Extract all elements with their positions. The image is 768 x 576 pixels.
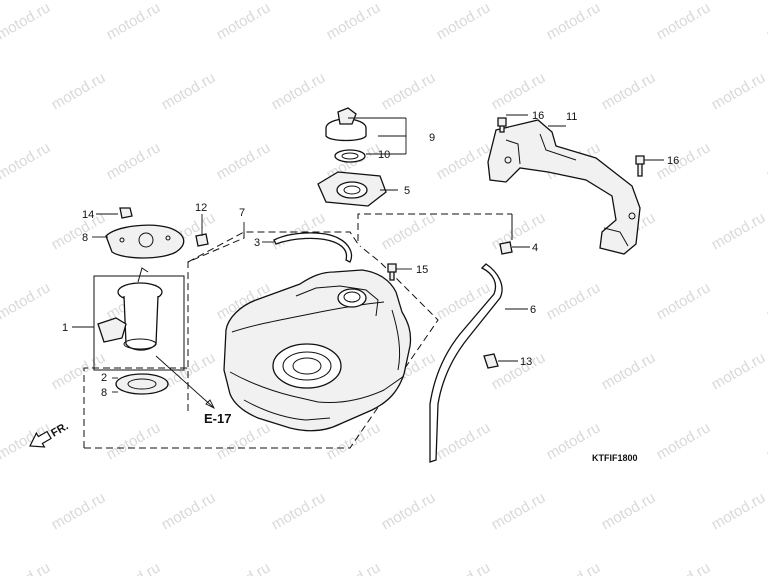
callout-15: 15 (416, 264, 428, 276)
watermark-text: motod.ru (214, 139, 274, 183)
leader-lines (72, 114, 664, 410)
watermark-text: motod.ru (489, 489, 549, 533)
filler-cap (325, 107, 367, 163)
watermark-text: motod.ru (324, 0, 384, 43)
watermark-text: motod.ru (214, 0, 274, 43)
callout-3: 3 (254, 237, 260, 249)
watermark-text: motod.ru (654, 139, 714, 183)
assembly-outlines (83, 213, 513, 449)
watermark-text: motod.ru (764, 279, 768, 323)
bolt-16b (635, 155, 645, 177)
watermark-text: motod.ru (0, 279, 53, 323)
callout-16-right: 16 (667, 155, 679, 167)
front-label: FR. (49, 420, 70, 439)
front-arrow-icon (29, 430, 52, 448)
watermark-text: motod.ru (324, 559, 384, 576)
filler-tray (317, 171, 387, 207)
nut-14 (119, 207, 133, 219)
fuel-hose (429, 263, 503, 463)
diagram-code: KTFIF1800 (592, 453, 638, 463)
watermark-text: motod.ru (379, 69, 439, 113)
watermark-text: motod.ru (654, 419, 714, 463)
callout-4: 4 (532, 242, 538, 254)
fuel-tank (223, 269, 412, 432)
watermark-text: motod.ru (709, 349, 768, 393)
watermark-text: motod.ru (434, 0, 494, 43)
watermark-text: motod.ru (434, 139, 494, 183)
watermark-text: motod.ru (49, 349, 109, 393)
watermark-text: motod.ru (269, 69, 329, 113)
callout-6: 6 (530, 304, 536, 316)
nut-4 (499, 241, 513, 255)
pump-ring (115, 373, 169, 395)
watermark-text: motod.ru (49, 69, 109, 113)
watermark-text: motod.ru (654, 279, 714, 323)
watermark-text: motod.ru (599, 349, 659, 393)
watermark-text: motod.ru (599, 69, 659, 113)
tank-band (273, 232, 353, 263)
watermark-text: motod.ru (104, 139, 164, 183)
callout-labels: 1 2 3 4 5 6 7 8 8 9 10 11 12 13 14 15 16… (62, 110, 679, 399)
callout-2: 2 (101, 372, 107, 384)
watermark-text: motod.ru (0, 0, 53, 43)
watermark-text: motod.ru (434, 559, 494, 576)
watermark-text: motod.ru (0, 559, 53, 576)
watermark-text: motod.ru (709, 489, 768, 533)
callout-10: 10 (378, 149, 390, 161)
pump-plate (105, 224, 185, 259)
callout-7: 7 (239, 207, 245, 219)
watermark-text: motod.ru (764, 0, 768, 43)
watermark-text: motod.ru (489, 349, 549, 393)
watermark-text: motod.ru (49, 489, 109, 533)
watermark-text: motod.ru (214, 559, 274, 576)
bolt-16a (497, 117, 507, 133)
watermark-text: motod.ru (379, 209, 439, 253)
callout-1: 1 (62, 322, 68, 334)
watermark-text: motod.ru (654, 559, 714, 576)
callout-9: 9 (429, 132, 435, 144)
watermark-text: motod.ru (104, 559, 164, 576)
ref-label: E-17 (204, 411, 231, 426)
callout-12: 12 (195, 202, 207, 214)
watermark-text: motod.ru (0, 139, 53, 183)
callout-8-lower: 8 (101, 387, 107, 399)
watermark-text: motod.ru (654, 0, 714, 43)
watermark-text: motod.ru (599, 489, 659, 533)
fasteners (119, 117, 645, 369)
watermark-text: motod.ru (104, 0, 164, 43)
watermark-text: motod.ru (269, 489, 329, 533)
tank-bracket (487, 119, 641, 255)
watermark-text: motod.ru (709, 69, 768, 113)
watermark-text: motod.ru (764, 419, 768, 463)
watermark-text: motod.ru (489, 69, 549, 113)
watermark-text: motod.ru (434, 419, 494, 463)
clip-13 (483, 353, 499, 369)
watermark-text: motod.ru (709, 209, 768, 253)
watermark-text: motod.ru (159, 489, 219, 533)
callout-8-upper: 8 (82, 232, 88, 244)
watermark-text: motod.ru (49, 209, 109, 253)
watermark-text: motod.ru (159, 69, 219, 113)
watermark-text: motod.ru (764, 139, 768, 183)
watermark-text: motod.ru (104, 419, 164, 463)
callout-11: 11 (566, 111, 577, 123)
clip-12 (195, 233, 209, 247)
callout-16-top: 16 (532, 110, 544, 122)
watermark-text: motod.ru (544, 0, 604, 43)
watermark-text: motod.ru (764, 559, 768, 576)
bolt-15 (387, 263, 397, 281)
callout-14: 14 (82, 209, 94, 221)
watermark-text: motod.ru (544, 559, 604, 576)
watermark-text: motod.ru (379, 489, 439, 533)
callout-13: 13 (520, 356, 532, 368)
watermark-text: motod.ru (544, 279, 604, 323)
fuel-pump-assembly (93, 267, 185, 371)
callout-5: 5 (404, 185, 410, 197)
watermark-text: motod.ru (269, 209, 329, 253)
